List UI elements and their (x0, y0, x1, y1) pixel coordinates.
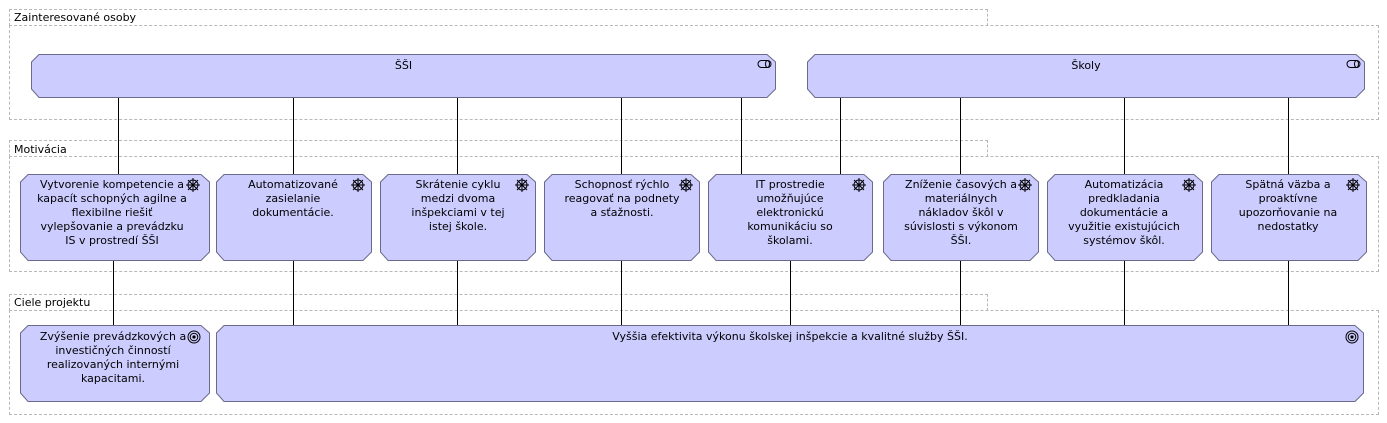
driver-box[interactable] (216, 174, 372, 261)
connection-line[interactable] (113, 259, 114, 326)
connection-line[interactable] (960, 259, 961, 326)
group-goals[interactable] (9, 310, 1379, 415)
driver-box[interactable] (883, 174, 1039, 261)
driver-icon (852, 178, 866, 192)
connection-line[interactable] (457, 96, 458, 174)
driver-icon (186, 178, 200, 192)
goal-label: Vyššia efektivita výkonu školskej inšpek… (612, 330, 968, 343)
stakeholder-skoly[interactable] (807, 54, 1365, 98)
driver-box[interactable] (380, 174, 536, 261)
connection-line[interactable] (960, 96, 961, 174)
connection-line[interactable] (840, 96, 841, 174)
driver-label: Skrátenie cyklu medzi dvoma inšpekciami … (411, 178, 505, 233)
group-label-stakeholders: Zainteresované osoby (14, 11, 137, 24)
driver-label: Zníženie časových a materiálnych náklado… (904, 178, 1018, 247)
driver-box[interactable] (1047, 174, 1203, 261)
stakeholder-ssi-label: ŠŠI (394, 59, 413, 72)
connection-line[interactable] (1288, 96, 1289, 174)
goal-box[interactable] (20, 325, 210, 402)
connection-line[interactable] (293, 259, 294, 326)
driver-icon (515, 178, 529, 192)
group-tab-stakeholders (9, 9, 988, 26)
connection-line[interactable] (1124, 96, 1125, 174)
driver-label: Automatizované zasielanie dokumentácie. (248, 178, 338, 219)
stakeholder-icon (757, 60, 772, 68)
driver-icon (351, 178, 365, 192)
connection-line[interactable] (790, 259, 791, 326)
driver-box[interactable] (708, 174, 873, 261)
goal-label: Zvýšenie prevádzkových a investičných či… (39, 330, 187, 385)
connection-line[interactable] (621, 259, 622, 326)
goal-box[interactable] (216, 325, 1364, 402)
driver-icon (1018, 178, 1032, 192)
driver-label: Automatizácia predkladania dokumentácie … (1068, 178, 1180, 247)
stakeholder-skoly-label: Školy (1071, 59, 1101, 72)
connection-line[interactable] (621, 96, 622, 174)
goal-icon (1345, 330, 1359, 344)
driver-icon (1346, 178, 1360, 192)
goal-icon (187, 330, 201, 344)
group-motivation[interactable] (9, 156, 1379, 272)
connection-line[interactable] (118, 96, 119, 174)
connection-line[interactable] (1124, 259, 1125, 326)
connection-line[interactable] (457, 259, 458, 326)
driver-box[interactable] (20, 174, 210, 261)
driver-label: Vytvorenie kompetencie a kapacít schopný… (37, 178, 187, 247)
driver-box[interactable] (544, 174, 700, 261)
driver-box[interactable] (1211, 174, 1367, 261)
group-tab-motivation (9, 140, 988, 157)
group-label-motivation: Motivácia (14, 143, 67, 156)
group-label-goals: Ciele projektu (14, 296, 91, 309)
group-tab-goals (9, 294, 988, 311)
driver-label: IT prostredie umožňujúce elektronickú ko… (747, 178, 833, 247)
stakeholder-ssi[interactable] (31, 54, 776, 98)
driver-icon (679, 178, 693, 192)
connection-line[interactable] (741, 96, 742, 174)
driver-icon (1182, 178, 1196, 192)
connection-line[interactable] (293, 96, 294, 174)
group-stakeholders[interactable] (9, 25, 1379, 120)
driver-label: Spätná väzba a proaktívne upozorňovanie … (1238, 178, 1338, 233)
connection-line[interactable] (1288, 259, 1289, 326)
stakeholder-icon (1346, 60, 1361, 68)
driver-label: Schopnosť rýchlo reagovať na podnety a s… (564, 178, 680, 219)
